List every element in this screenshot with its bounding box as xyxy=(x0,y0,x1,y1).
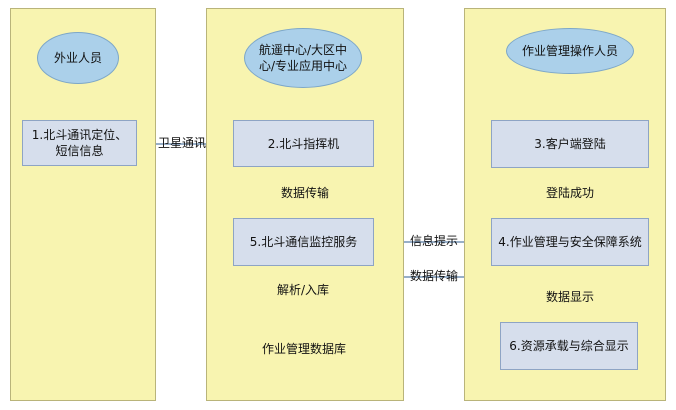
label-data-transfer-2: 数据传输 xyxy=(410,269,459,283)
header-command-center: 航遥中心/大区中心/专业应用中心 xyxy=(244,28,362,88)
header-field-workers: 外业人员 xyxy=(37,32,119,84)
node-resource-display: 6.资源承载与综合显示 xyxy=(500,322,638,370)
header-operators: 作业管理操作人员 xyxy=(506,28,634,74)
label-parse-store: 解析/入库 xyxy=(277,283,330,297)
label-data-display: 数据显示 xyxy=(546,290,595,304)
node-beidou-positioning: 1.北斗通讯定位、短信信息 xyxy=(22,120,137,166)
label-data-transfer-1: 数据传输 xyxy=(281,186,330,200)
database-label: 作业管理数据库 xyxy=(261,342,346,356)
label-satellite: 卫星通讯 xyxy=(158,136,207,150)
label-login-success: 登陆成功 xyxy=(546,186,595,200)
node-client-login: 3.客户端登陆 xyxy=(491,120,649,168)
node-operations-safety-system: 4.作业管理与安全保障系统 xyxy=(491,218,649,266)
label-info-prompt: 信息提示 xyxy=(410,234,459,248)
node-beidou-commander: 2.北斗指挥机 xyxy=(233,120,374,167)
node-beidou-monitoring: 5.北斗通信监控服务 xyxy=(233,218,374,266)
